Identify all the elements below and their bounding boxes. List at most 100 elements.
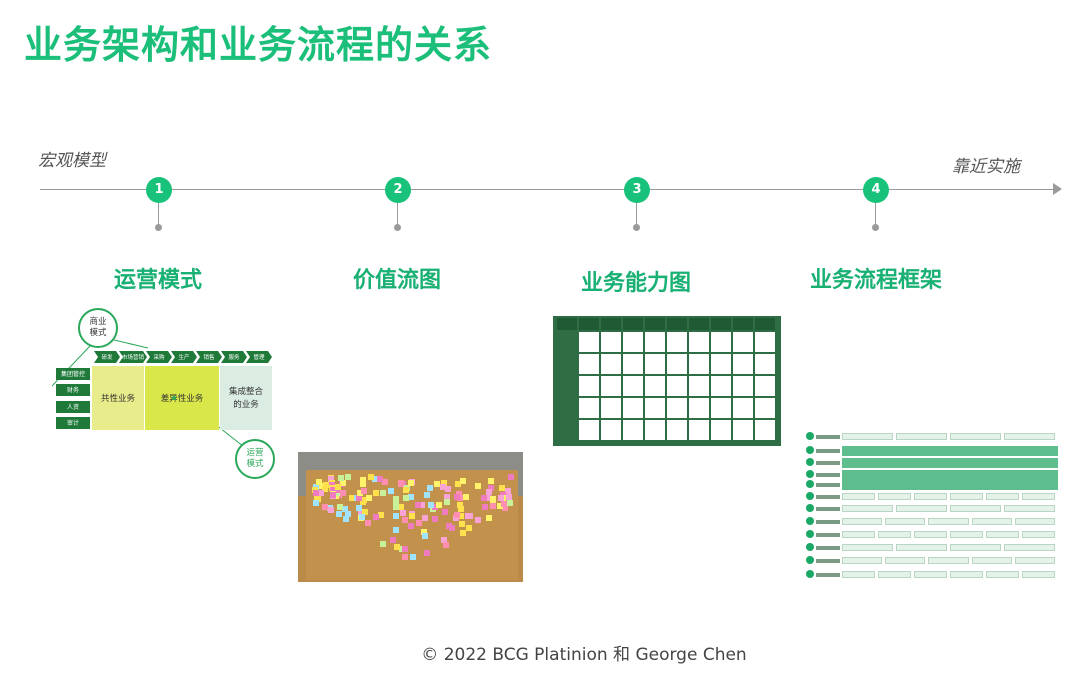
sticky-note bbox=[343, 515, 350, 522]
sticky-note bbox=[443, 499, 450, 506]
copyright-footer: © 2022 BCG Platinion 和 George Chen bbox=[421, 645, 747, 665]
svg-text:销售: 销售 bbox=[203, 353, 214, 361]
step-1-stem bbox=[158, 203, 159, 225]
sticky-note bbox=[409, 512, 416, 519]
capability-header-cell bbox=[645, 318, 665, 330]
svg-text:财务: 财务 bbox=[67, 386, 79, 394]
svg-text:生产: 生产 bbox=[178, 353, 190, 361]
capability-header-cell bbox=[667, 318, 687, 330]
capability-cell bbox=[711, 332, 731, 352]
sticky-note bbox=[457, 506, 464, 513]
capability-cell bbox=[667, 354, 687, 374]
sticky-note bbox=[358, 510, 365, 517]
sticky-note bbox=[489, 498, 496, 505]
sticky-note bbox=[497, 495, 504, 502]
capability-cell bbox=[711, 376, 731, 396]
capability-cell bbox=[755, 420, 775, 440]
step-4-node: 4 bbox=[863, 177, 889, 203]
step-2-dot bbox=[394, 224, 401, 231]
capability-header-cell bbox=[733, 318, 753, 330]
capability-cell bbox=[755, 354, 775, 374]
sticky-note bbox=[402, 545, 409, 552]
sticky-note bbox=[506, 494, 513, 501]
svg-text:运营: 运营 bbox=[246, 447, 263, 458]
sticky-note bbox=[444, 485, 451, 492]
step-3-label: 业务能力图 bbox=[580, 271, 691, 296]
sticky-note bbox=[398, 504, 405, 511]
capability-cell bbox=[667, 398, 687, 418]
process-row bbox=[806, 480, 1058, 490]
capability-cell bbox=[623, 376, 643, 396]
sticky-note bbox=[392, 498, 399, 505]
sticky-note bbox=[474, 516, 481, 523]
sticky-note bbox=[393, 543, 400, 550]
capability-cell bbox=[601, 332, 621, 352]
svg-text:市场营销: 市场营销 bbox=[122, 353, 145, 361]
sticky-note bbox=[497, 503, 504, 510]
sticky-note bbox=[415, 501, 422, 508]
sticky-note bbox=[501, 505, 508, 512]
sticky-note bbox=[315, 479, 322, 486]
axis-right-label: 靠近实施 bbox=[952, 157, 1020, 177]
sticky-note bbox=[459, 529, 466, 536]
sticky-note bbox=[360, 487, 367, 494]
sticky-note bbox=[460, 477, 467, 484]
sticky-note bbox=[344, 474, 351, 481]
process-row bbox=[806, 530, 1058, 539]
sticky-note bbox=[431, 504, 438, 511]
sticky-note bbox=[401, 554, 408, 561]
svg-text:人资: 人资 bbox=[67, 403, 79, 411]
sticky-note bbox=[392, 526, 399, 533]
axis-arrow-icon bbox=[1053, 183, 1062, 195]
sticky-notes-photo bbox=[298, 452, 523, 582]
step-3-stem bbox=[636, 203, 637, 225]
capability-header-cell bbox=[557, 318, 577, 330]
sticky-note bbox=[393, 503, 400, 510]
sticky-note bbox=[336, 490, 343, 497]
process-framework-thumbnail bbox=[806, 432, 1058, 582]
capability-cell bbox=[755, 398, 775, 418]
step-1-label: 运营模式 bbox=[113, 268, 202, 293]
capability-cell bbox=[689, 376, 709, 396]
sticky-note bbox=[441, 509, 448, 516]
sticky-note bbox=[466, 525, 473, 532]
process-row bbox=[806, 470, 1058, 480]
sticky-note bbox=[345, 511, 352, 518]
capability-cell bbox=[689, 420, 709, 440]
sticky-note bbox=[312, 486, 319, 493]
sticky-note bbox=[367, 474, 374, 480]
capability-cell bbox=[733, 332, 753, 352]
step-2-node: 2 bbox=[385, 177, 411, 203]
capability-header-cell bbox=[689, 318, 709, 330]
sticky-note bbox=[459, 521, 466, 528]
capability-cell bbox=[579, 376, 599, 396]
sticky-note bbox=[321, 504, 328, 511]
process-row bbox=[806, 492, 1058, 501]
sticky-note bbox=[426, 484, 433, 491]
step-4-label: 业务流程框架 bbox=[809, 268, 942, 293]
sticky-note bbox=[416, 520, 423, 527]
capability-cell bbox=[601, 376, 621, 396]
sticky-note bbox=[328, 481, 335, 488]
sticky-note bbox=[322, 485, 329, 492]
capability-header-cell bbox=[711, 318, 731, 330]
capability-cell bbox=[689, 354, 709, 374]
sticky-note bbox=[388, 487, 395, 494]
sticky-note bbox=[454, 480, 461, 487]
sticky-note bbox=[454, 494, 461, 501]
sticky-note bbox=[453, 511, 460, 518]
sticky-note bbox=[445, 522, 452, 529]
sticky-note bbox=[419, 502, 426, 509]
process-row bbox=[806, 432, 1058, 441]
sticky-note bbox=[434, 480, 441, 487]
process-row bbox=[806, 458, 1058, 468]
capability-cell bbox=[645, 354, 665, 374]
sticky-note bbox=[335, 484, 342, 491]
capability-cell bbox=[755, 376, 775, 396]
capability-cell bbox=[667, 420, 687, 440]
sticky-note bbox=[464, 513, 471, 520]
step-1-node: 1 bbox=[146, 177, 172, 203]
capability-cell bbox=[623, 332, 643, 352]
capability-cell bbox=[645, 420, 665, 440]
sticky-note bbox=[342, 505, 349, 512]
